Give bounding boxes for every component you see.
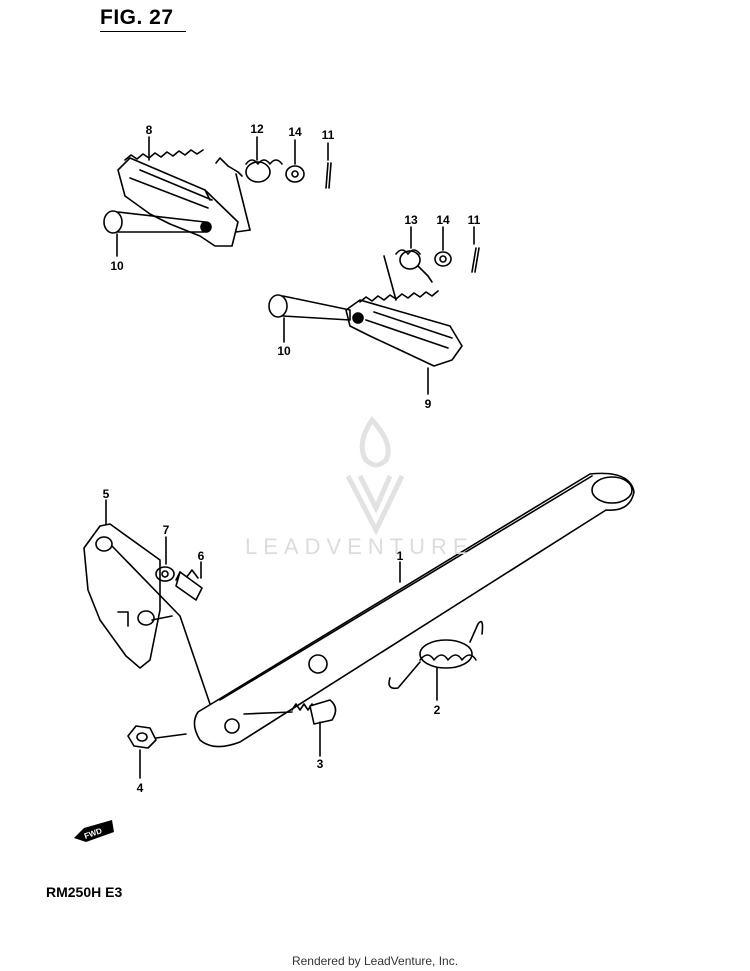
figure-title-underline [100, 31, 186, 32]
pin-left [103, 210, 206, 234]
footer-credit: Rendered by LeadVenture, Inc. [291, 954, 459, 968]
callout-14-lower: 14 [436, 213, 450, 227]
stand-spring [388, 620, 484, 690]
bolt-bracket [175, 569, 203, 601]
callout-3: 3 [317, 757, 324, 771]
callout-13: 13 [404, 213, 418, 227]
callout-1: 1 [397, 549, 404, 563]
bracket [83, 523, 161, 669]
callout-6: 6 [198, 549, 205, 563]
spring-lower [383, 249, 433, 301]
callout-11-lower: 11 [468, 213, 481, 227]
callout-10-lower: 10 [277, 344, 291, 358]
callout-4: 4 [137, 781, 144, 795]
callout-11-upper: 11 [322, 128, 335, 142]
callout-9: 9 [425, 397, 432, 411]
watermark-text: LEADVENTURE [245, 534, 474, 559]
cotter-pin-upper [325, 162, 332, 189]
callout-7: 7 [163, 523, 170, 537]
leadventure-logo-watermark [345, 415, 405, 536]
callout-2: 2 [434, 703, 441, 717]
washer-lower [434, 251, 452, 267]
spring-upper [215, 157, 283, 231]
callout-10-upper: 10 [110, 259, 124, 273]
callout-12: 12 [250, 122, 264, 136]
figure-title: FIG. 27 [100, 6, 174, 29]
side-stand [193, 472, 635, 748]
callout-8: 8 [146, 123, 153, 137]
washer-upper [285, 165, 305, 183]
footrest-right [345, 290, 463, 367]
fwd-arrow-icon [74, 820, 114, 842]
model-label: RM250H E3 [46, 884, 123, 900]
callout-5: 5 [103, 487, 110, 501]
nut [127, 725, 187, 749]
pin-right [268, 294, 351, 321]
washer-bracket [155, 566, 175, 582]
callout-14-upper: 14 [288, 125, 302, 139]
footrest-left [117, 149, 251, 247]
bolt-stand [243, 699, 337, 725]
cotter-pin-lower [471, 247, 480, 273]
